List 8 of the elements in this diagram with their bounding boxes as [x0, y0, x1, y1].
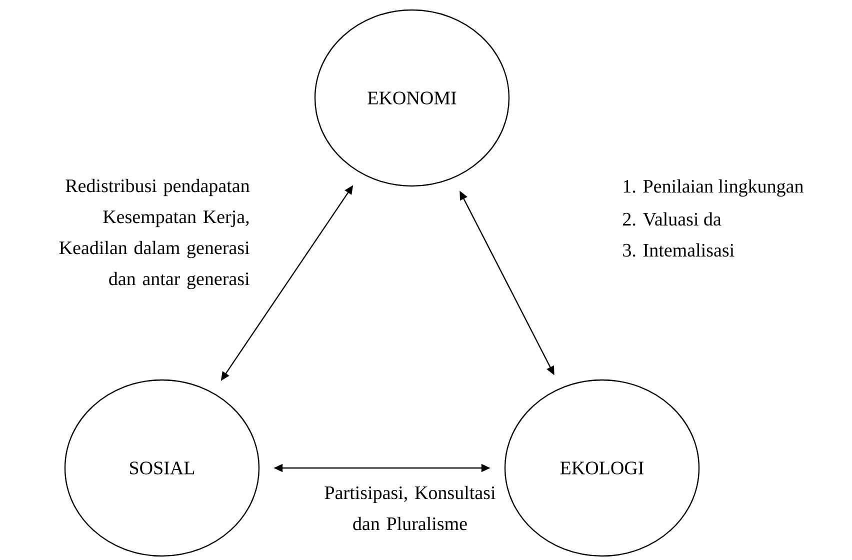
edge-label: Redistribusi pendapatan Kesempatan Kerja, Keadilan dalam generasi dan antar generasi: [59, 178, 250, 290]
list-item: 3. Intemalisasi: [623, 243, 734, 257]
list-item: 1. Penilaian lingkungan: [624, 179, 804, 197]
ellipse-node: SOSIAL: [64, 379, 260, 557]
edge-label: Partisipasi, Konsultasi dan Pluralisme: [324, 486, 496, 530]
ellipse-node: EKOLOGI: [504, 379, 700, 557]
list-item: 2. Valuasi da: [623, 212, 722, 226]
ellipse-node: EKONOMI: [314, 9, 510, 187]
